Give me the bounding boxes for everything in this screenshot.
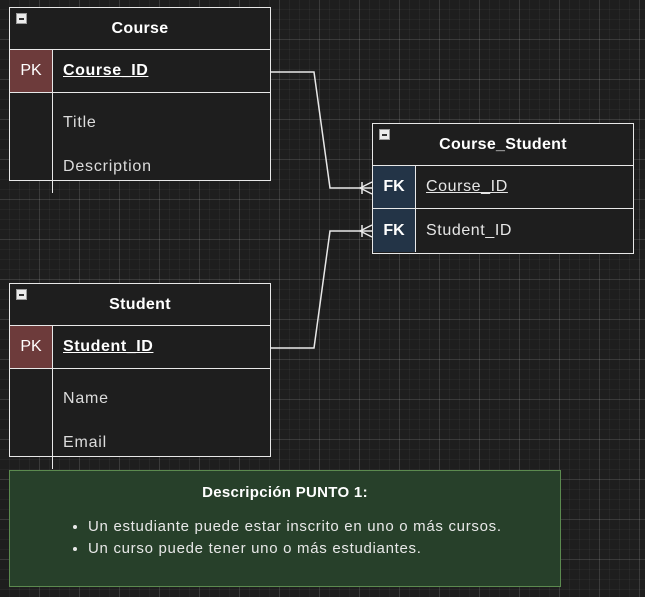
course-student-fk1-row[interactable]: FK Course_ID bbox=[373, 166, 633, 209]
collapse-icon[interactable] bbox=[16, 289, 27, 300]
course-table-title: Course bbox=[111, 19, 169, 37]
pk-badge: PK bbox=[10, 326, 53, 368]
student-attributes: Name Email bbox=[10, 369, 270, 469]
course-student-table[interactable]: Course_Student FK Course_ID FK Student_I… bbox=[372, 123, 634, 254]
fk-badge: FK bbox=[373, 209, 416, 252]
pk-badge: PK bbox=[10, 50, 53, 92]
student-name-field[interactable]: Name bbox=[63, 390, 109, 407]
course-title-field[interactable]: Title bbox=[63, 114, 97, 131]
description-note[interactable]: Descripción PUNTO 1: Un estudiante puede… bbox=[9, 470, 561, 587]
crows-foot-course-id-icon bbox=[359, 181, 373, 195]
fk-badge: FK bbox=[373, 166, 416, 208]
course-student-table-header[interactable]: Course_Student bbox=[373, 124, 633, 166]
collapse-icon[interactable] bbox=[16, 13, 27, 24]
course-student-fk2-row[interactable]: FK Student_ID bbox=[373, 209, 633, 252]
collapse-icon[interactable] bbox=[379, 129, 390, 140]
student-table-title: Student bbox=[109, 295, 171, 313]
course-attributes: Title Description bbox=[10, 93, 270, 193]
crows-foot-student-id-icon bbox=[359, 224, 373, 238]
note-bullet-list: Un estudiante puede estar inscrito en un… bbox=[10, 516, 560, 560]
course-table-header[interactable]: Course bbox=[10, 8, 270, 50]
note-bullet: Un curso puede tener uno o más estudiant… bbox=[88, 538, 560, 560]
course-description-field[interactable]: Description bbox=[63, 158, 152, 175]
course-id-field[interactable]: Course_ID bbox=[63, 62, 149, 79]
enrollment-student-id-field[interactable]: Student_ID bbox=[426, 221, 513, 239]
connector-student-to-enrollment[interactable] bbox=[271, 230, 372, 349]
student-table[interactable]: Student PK Student_ID Name Email bbox=[9, 283, 271, 469]
student-table-header[interactable]: Student bbox=[10, 284, 270, 326]
connector-course-to-enrollment[interactable] bbox=[271, 71, 372, 189]
enrollment-course-id-field[interactable]: Course_ID bbox=[426, 178, 508, 195]
note-title: Descripción PUNTO 1: bbox=[202, 484, 368, 501]
student-email-field[interactable]: Email bbox=[63, 434, 108, 451]
course-table[interactable]: Course PK Course_ID Title Description bbox=[9, 7, 271, 193]
course-pk-row[interactable]: PK Course_ID bbox=[10, 50, 270, 93]
note-bullet: Un estudiante puede estar inscrito en un… bbox=[88, 516, 560, 538]
course-student-table-title: Course_Student bbox=[439, 135, 567, 153]
student-pk-row[interactable]: PK Student_ID bbox=[10, 326, 270, 369]
student-id-field[interactable]: Student_ID bbox=[63, 338, 154, 355]
